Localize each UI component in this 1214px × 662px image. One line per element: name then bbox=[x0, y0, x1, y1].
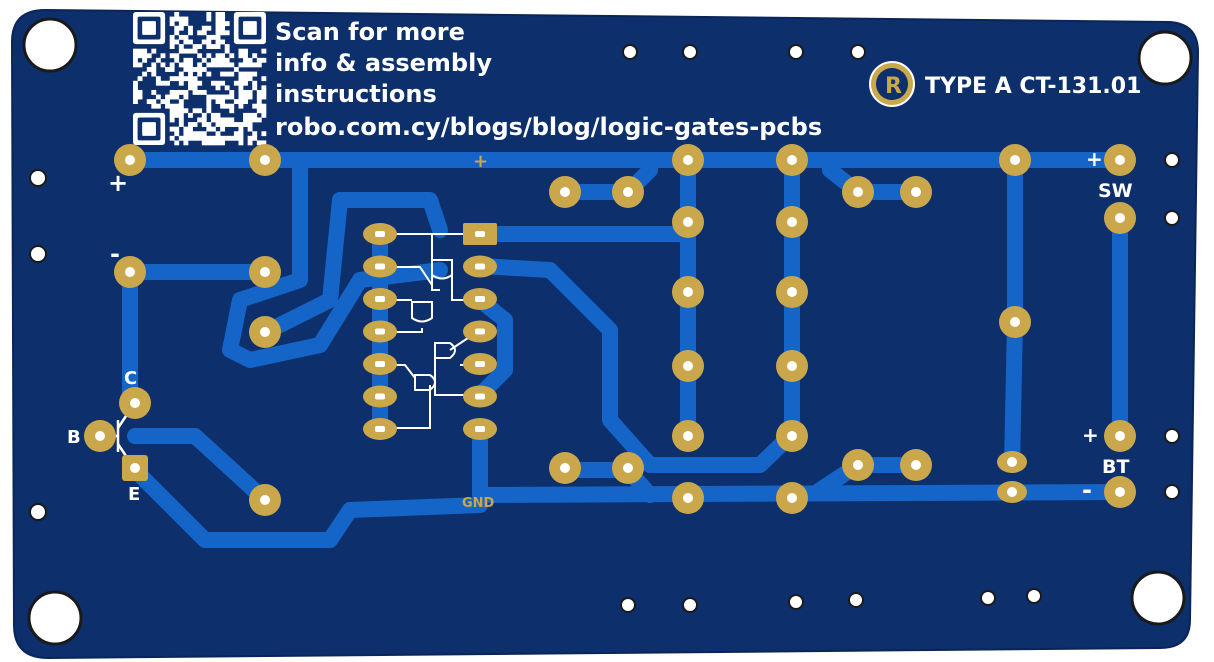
qr-caption-line-2: info & assembly bbox=[275, 49, 492, 77]
ic-pad-drill-hole bbox=[375, 393, 385, 400]
pad-drill-hole bbox=[787, 155, 797, 165]
pad-drill-hole bbox=[260, 155, 270, 165]
type-label: TYPE A CT-131.01 bbox=[925, 74, 1141, 99]
ic-pad-drill-hole bbox=[375, 231, 385, 237]
pad-drill-hole bbox=[683, 493, 693, 503]
pad-drill-hole bbox=[560, 187, 570, 197]
pad-drill-hole bbox=[683, 155, 693, 165]
pad-drill-hole bbox=[787, 493, 797, 503]
ic-pad-drill-hole bbox=[375, 361, 385, 367]
brand-block: R TYPE A CT-131.01 bbox=[869, 61, 1141, 107]
logic-gate-symbols bbox=[380, 233, 481, 429]
pad-drill-hole bbox=[95, 431, 105, 441]
transistor-b-label: B bbox=[67, 427, 81, 448]
nand-gate-icon bbox=[434, 342, 456, 359]
pads-layer bbox=[84, 144, 1136, 516]
pad-drill-hole bbox=[787, 217, 797, 227]
pad-drill-hole bbox=[787, 361, 797, 371]
pad-drill-hole bbox=[1010, 317, 1020, 327]
qr-caption-url: robo.com.cy/blogs/blog/logic-gates-pcbs bbox=[275, 113, 822, 141]
bt-minus-label: - bbox=[1082, 476, 1092, 504]
pad-drill-hole bbox=[130, 463, 140, 473]
ic-pad-drill-hole bbox=[375, 426, 385, 432]
pad-drill-hole bbox=[125, 155, 135, 165]
ic-pad-drill-hole bbox=[475, 231, 485, 237]
ic-pad-drill-hole bbox=[475, 361, 485, 367]
pad-drill-hole bbox=[623, 463, 633, 473]
pad-drill-hole bbox=[683, 217, 693, 227]
ic-pad-drill-hole bbox=[375, 328, 385, 335]
pad-drill-hole bbox=[130, 398, 140, 408]
pad-drill-hole bbox=[787, 431, 797, 441]
gnd-label: GND bbox=[462, 496, 495, 511]
pad-drill-hole bbox=[683, 361, 693, 371]
ic-pad-drill-hole bbox=[475, 393, 485, 400]
pad-drill-hole bbox=[1007, 457, 1017, 467]
qr-code bbox=[133, 12, 267, 146]
qr-caption: Scan for more info & assembly instructio… bbox=[275, 18, 822, 141]
mounting-hole-bottom-left bbox=[27, 590, 83, 646]
nand-gate-icon bbox=[411, 301, 433, 323]
qr-caption-line-1: Scan for more bbox=[275, 18, 465, 46]
mounting-hole-bottom-right bbox=[1130, 570, 1186, 626]
pad-drill-hole bbox=[853, 187, 863, 197]
plus-top-label: + bbox=[473, 151, 488, 172]
mounting-holes bbox=[22, 17, 1193, 646]
pad-drill-hole bbox=[125, 267, 135, 277]
pad-drill-hole bbox=[260, 495, 270, 505]
pad-drill-hole bbox=[1115, 431, 1125, 441]
mounting-hole-top-left bbox=[22, 17, 78, 73]
pad-drill-hole bbox=[911, 187, 921, 197]
drill-holes bbox=[29, 44, 1180, 613]
bt-plus-label: + bbox=[1082, 423, 1099, 447]
bt-label: BT bbox=[1102, 456, 1129, 478]
pad-drill-hole bbox=[560, 463, 570, 473]
transistor-e-label: E bbox=[128, 484, 140, 505]
pad-drill-hole bbox=[623, 187, 633, 197]
pad-drill-hole bbox=[1010, 155, 1020, 165]
ic-pad-drill-hole bbox=[475, 296, 485, 302]
pad-drill-hole bbox=[1115, 213, 1125, 223]
ic-pad-drill-hole bbox=[475, 328, 485, 335]
minus-left-label: - bbox=[110, 240, 120, 268]
pad-drill-hole bbox=[1115, 155, 1125, 165]
transistor-c-label: C bbox=[124, 368, 137, 389]
sw-plus-label: + bbox=[1086, 147, 1103, 171]
pad-drill-hole bbox=[260, 327, 270, 337]
pad-drill-hole bbox=[1115, 487, 1125, 497]
ic-pad-drill-hole bbox=[475, 263, 485, 270]
silkscreen-labels: + + - C B E GND + SW + BT - bbox=[67, 147, 1133, 511]
ic-pad-drill-hole bbox=[375, 263, 385, 270]
pad-drill-hole bbox=[683, 431, 693, 441]
ic-pad-drill-hole bbox=[375, 296, 385, 302]
pad-drill-hole bbox=[853, 460, 863, 470]
pad-drill-hole bbox=[911, 460, 921, 470]
sw-label: SW bbox=[1098, 180, 1133, 202]
pad-drill-hole bbox=[260, 267, 270, 277]
qr-caption-line-3: instructions bbox=[275, 80, 437, 108]
pad-drill-hole bbox=[683, 287, 693, 297]
mounting-hole-top-right bbox=[1137, 30, 1193, 86]
ic-pad-drill-hole bbox=[475, 426, 485, 432]
pad-drill-hole bbox=[1007, 487, 1017, 497]
pad-drill-hole bbox=[787, 287, 797, 297]
plus-left-label: + bbox=[108, 169, 128, 197]
robo-logo-letter: R bbox=[885, 74, 902, 99]
